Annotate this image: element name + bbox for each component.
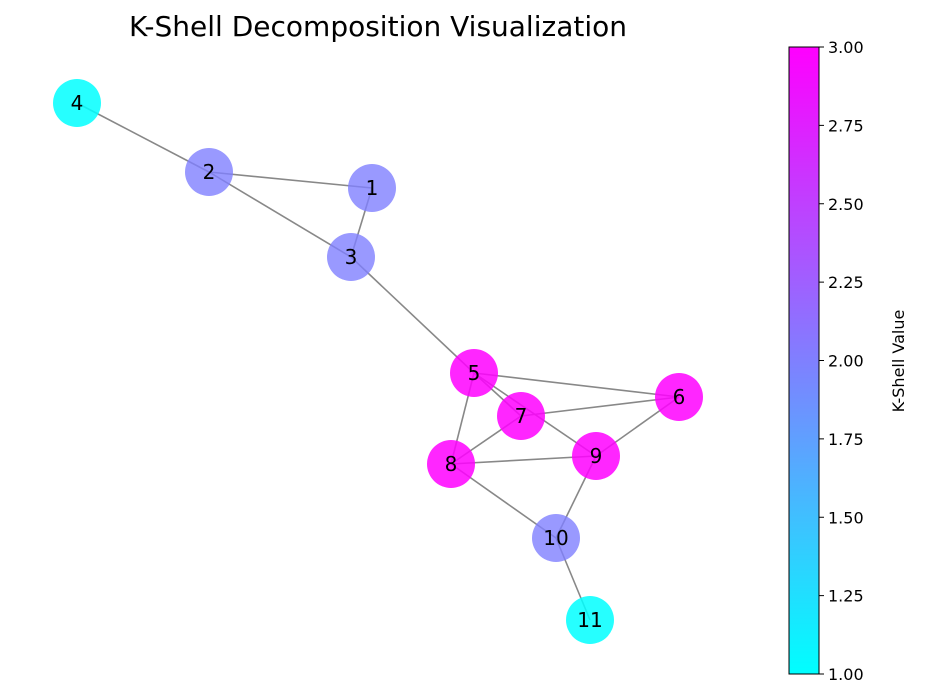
colorbar-tick-label: 3.00	[828, 38, 864, 57]
node-1: 1	[348, 164, 396, 212]
node-2: 2	[185, 148, 233, 196]
node-label: 9	[590, 444, 603, 468]
edge-2-3	[208, 171, 352, 258]
node-label: 11	[577, 608, 602, 632]
node-label: 2	[203, 160, 216, 184]
node-circle	[327, 233, 375, 281]
node-label: 3	[345, 245, 358, 269]
node-label: 7	[515, 404, 528, 428]
node-circle	[348, 164, 396, 212]
node-8: 8	[427, 440, 475, 488]
colorbar-label: K-Shell Value	[889, 310, 908, 413]
node-circle	[532, 514, 580, 562]
colorbar-tick-label: 1.00	[828, 665, 864, 684]
node-circle	[566, 596, 614, 644]
node-circle	[450, 349, 498, 397]
edge-7-6	[520, 396, 680, 417]
node-6: 6	[655, 373, 703, 421]
node-layer: 1 2 3 4 5 6 7 8 9 10 11	[53, 79, 703, 644]
node-circle	[185, 148, 233, 196]
colorbar-tick-label: 2.25	[828, 273, 864, 292]
node-label: 1	[366, 176, 379, 200]
node-circle	[497, 392, 545, 440]
node-circle	[572, 432, 620, 480]
edge-8-9	[450, 455, 597, 465]
edge-5-6	[473, 372, 680, 398]
node-circle	[655, 373, 703, 421]
node-9: 9	[572, 432, 620, 480]
edge-4-2	[76, 102, 210, 173]
colorbar-tick-label: 1.25	[828, 587, 864, 606]
node-circle	[427, 440, 475, 488]
colorbar-tick-label: 1.50	[828, 508, 864, 527]
node-label: 8	[445, 452, 458, 476]
colorbar-tick-label: 2.00	[828, 352, 864, 371]
edge-2-1	[208, 171, 373, 189]
node-5: 5	[450, 349, 498, 397]
node-10: 10	[532, 514, 580, 562]
edge-3-5	[350, 256, 475, 374]
colorbar-tick-label: 2.75	[828, 116, 864, 135]
node-circle	[53, 79, 101, 127]
node-7: 7	[497, 392, 545, 440]
colorbar-ticks: 1.00 1.25 1.50 1.75 2.00 2.25 2.50 2.75 3.00	[819, 38, 864, 684]
colorbar-tick-label: 1.75	[828, 430, 864, 449]
node-4: 4	[53, 79, 101, 127]
colorbar-tick-label: 2.50	[828, 195, 864, 214]
colorbar: 1.00 1.25 1.50 1.75 2.00 2.25 2.50 2.75 3.00 K-S…	[788, 38, 908, 684]
node-label: 10	[543, 526, 568, 550]
node-label: 5	[468, 361, 481, 385]
node-11: 11	[566, 596, 614, 644]
chart-title: K-Shell Decomposition Visualization	[129, 10, 627, 43]
colorbar-gradient	[788, 46, 820, 675]
node-3: 3	[327, 233, 375, 281]
node-label: 6	[673, 385, 686, 409]
node-label: 4	[71, 91, 84, 115]
